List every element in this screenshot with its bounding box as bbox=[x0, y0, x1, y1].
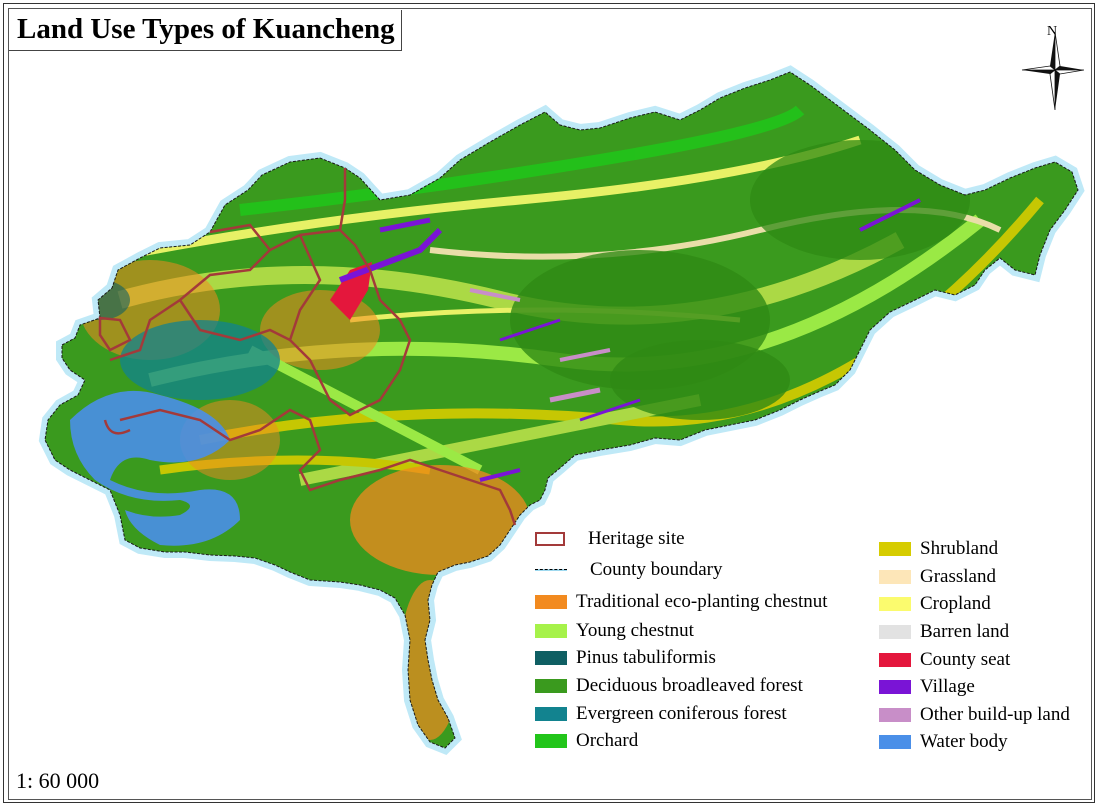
north-label: N bbox=[1047, 24, 1058, 39]
map-frame bbox=[3, 3, 1095, 803]
legend-item-heritage-site: Heritage site bbox=[535, 527, 685, 551]
map-title: Land Use Types of Kuancheng bbox=[9, 10, 402, 51]
legend-item-young-chestnut: Young chestnut bbox=[535, 619, 694, 643]
evergreen-forest-swatch bbox=[535, 707, 567, 721]
county-seat-swatch bbox=[879, 653, 911, 667]
young-chestnut-swatch bbox=[535, 624, 567, 638]
village-swatch bbox=[879, 680, 911, 694]
map-frame-inner bbox=[8, 8, 1092, 800]
shrubland-swatch bbox=[879, 542, 911, 556]
legend-label: Village bbox=[920, 676, 975, 697]
legend-label: Young chestnut bbox=[576, 620, 694, 641]
legend-label: Traditional eco-planting chestnut bbox=[576, 591, 828, 612]
grassland-swatch bbox=[879, 570, 911, 584]
barren-land-swatch bbox=[879, 625, 911, 639]
county-boundary-swatch bbox=[535, 569, 567, 571]
traditional-chestnut-swatch bbox=[535, 595, 567, 609]
legend-label: Grassland bbox=[920, 566, 996, 587]
legend-label: Water body bbox=[920, 731, 1008, 752]
heritage-site-boundaries bbox=[98, 168, 517, 526]
legend-item-county-boundary: County boundary bbox=[535, 558, 722, 582]
legend-item-traditional-chestnut: Traditional eco-planting chestnut bbox=[535, 590, 828, 614]
north-arrow-icon bbox=[1021, 31, 1084, 110]
legend-item-deciduous-forest: Deciduous broadleaved forest bbox=[535, 674, 803, 698]
legend-label: Shrubland bbox=[920, 538, 999, 559]
legend-item-barren-land: Barren land bbox=[879, 620, 1009, 644]
legend-label: County seat bbox=[920, 649, 1011, 670]
deciduous-forest-swatch bbox=[535, 679, 567, 693]
legend-item-other-build-up: Other build-up land bbox=[879, 703, 1070, 727]
legend-item-county-seat: County seat bbox=[879, 648, 1010, 672]
legend-label: Deciduous broadleaved forest bbox=[576, 675, 803, 696]
legend-item-pinus: Pinus tabuliformis bbox=[535, 646, 716, 670]
orchard-swatch bbox=[535, 734, 567, 748]
cropland-swatch bbox=[879, 597, 911, 611]
legend-item-cropland: Cropland bbox=[879, 592, 991, 616]
legend-item-village: Village bbox=[879, 675, 975, 699]
legend-item-shrubland: Shrubland bbox=[879, 537, 998, 561]
legend-item-evergreen-forest: Evergreen coniferous forest bbox=[535, 702, 787, 726]
legend-label: Orchard bbox=[576, 730, 639, 751]
scale-text: 1: 60 000 bbox=[16, 768, 100, 793]
other-build-up-swatch bbox=[879, 708, 911, 722]
legend-item-grassland: Grassland bbox=[879, 565, 996, 589]
legend-label: County boundary bbox=[590, 559, 723, 580]
pinus-swatch bbox=[535, 651, 567, 665]
legend-label: Heritage site bbox=[588, 528, 685, 549]
legend-label: Barren land bbox=[920, 621, 1010, 642]
water-body-swatch bbox=[879, 735, 911, 749]
legend-label: Cropland bbox=[920, 593, 991, 614]
legend-item-orchard: Orchard bbox=[535, 729, 638, 753]
heritage-site-swatch bbox=[535, 532, 565, 546]
legend-label: Evergreen coniferous forest bbox=[576, 703, 787, 724]
legend-item-water-body: Water body bbox=[879, 730, 1008, 754]
legend-label: Other build-up land bbox=[920, 704, 1070, 725]
legend-label: Pinus tabuliformis bbox=[576, 647, 716, 668]
